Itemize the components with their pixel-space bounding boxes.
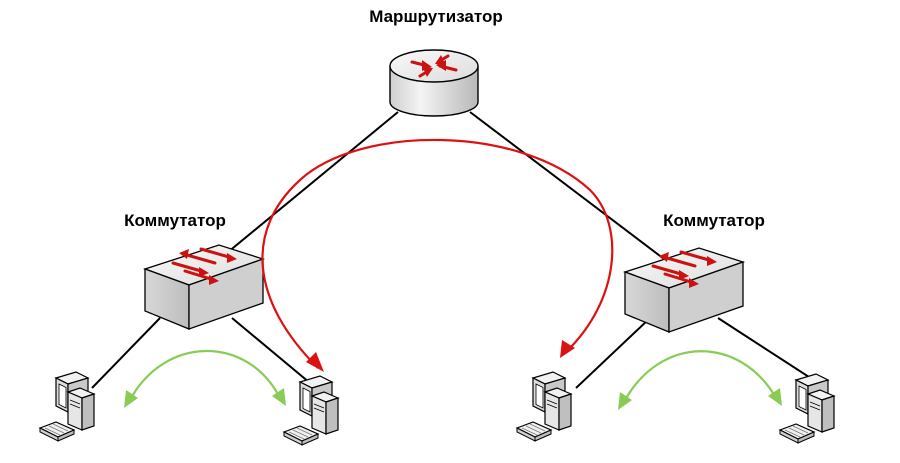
pc-3-icon: [516, 371, 572, 442]
switched-traffic-arrow-right: [618, 350, 782, 410]
link-switch-left-pc-2: [231, 317, 317, 389]
pc-1-icon: [39, 371, 95, 442]
pc-2-icon: [283, 375, 339, 446]
switch-right-icon: [623, 246, 745, 334]
routed-traffic-arrow: [261, 138, 614, 372]
network-links: [91, 111, 827, 389]
link-router-switch-left: [215, 111, 399, 263]
pc-4-icon: [779, 373, 835, 444]
router-icon: [389, 49, 479, 117]
link-router-switch-right: [469, 111, 669, 263]
switch-left-label: Коммутатор: [124, 211, 226, 230]
router-label: Маршрутизатор: [369, 7, 503, 26]
switched-traffic-arrow-left: [124, 349, 286, 408]
switch-right-label: Коммутатор: [663, 211, 765, 230]
link-switch-right-pc-3: [575, 317, 651, 389]
switch-left-icon: [143, 243, 265, 331]
link-switch-left-pc-1: [91, 317, 161, 389]
